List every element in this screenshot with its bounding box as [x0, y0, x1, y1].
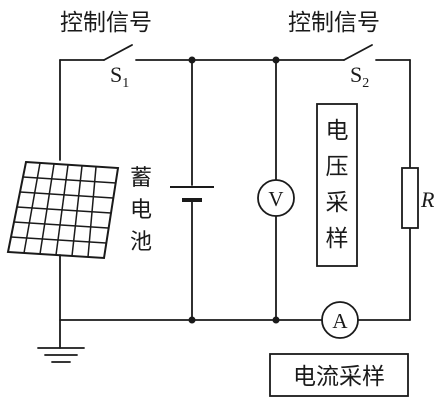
solar-panel-icon: [6, 160, 120, 260]
solar-grid-line: [22, 176, 117, 184]
battery-symbol: [170, 186, 214, 202]
resistor-symbol: [401, 167, 419, 229]
voltage-sampling-char: 电: [326, 118, 349, 144]
junction-dot: [272, 316, 280, 324]
control-signal-label-right: 控制信号: [288, 10, 380, 36]
solar-grid-line: [16, 206, 112, 214]
resistor-label: R: [420, 187, 435, 212]
switch-s2-label: S2: [350, 62, 369, 91]
battery-label-char: 池: [130, 230, 152, 255]
ammeter-label: A: [332, 309, 348, 333]
voltage-sampling-char: 样: [326, 226, 349, 252]
switch-s1-label: S1: [110, 62, 129, 91]
ammeter-circle: [321, 301, 359, 339]
junction-dot: [272, 56, 280, 64]
voltmeter-label: V: [268, 187, 283, 211]
voltage-sampling-box: [316, 103, 358, 267]
junctions: [188, 56, 280, 324]
junction-dot: [188, 316, 196, 324]
junction-dot: [188, 56, 196, 64]
control-signal-label-left: 控制信号: [60, 10, 152, 36]
current-sampling-label: 电流采样: [293, 364, 385, 390]
switch-s1-blade: [103, 44, 133, 61]
current-sampling-box: [269, 353, 409, 397]
voltage-sampling-char: 压: [326, 154, 349, 180]
solar-grid-line: [10, 236, 107, 244]
solar-grid-line: [19, 191, 114, 199]
battery-label-char: 蓄: [130, 166, 152, 191]
solar-grid-line: [13, 221, 109, 229]
battery-label-char: 电: [130, 198, 152, 223]
voltmeter-circle: [257, 179, 295, 217]
switch-s2-blade: [343, 44, 373, 61]
voltage-sampling-char: 采: [326, 190, 349, 216]
